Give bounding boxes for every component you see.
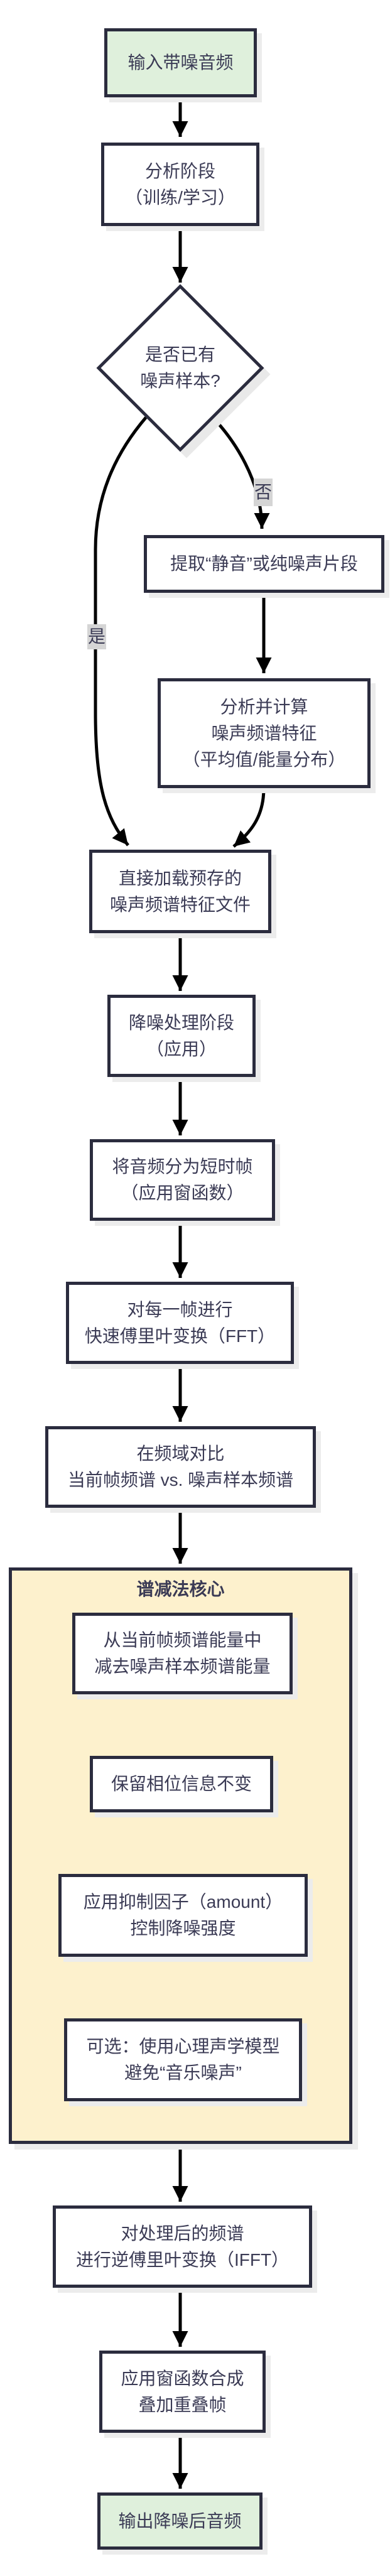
node-text: 叠加重叠帧 — [138, 2395, 227, 2415]
node-text: 噪声样本? — [140, 371, 220, 391]
node-text: 在频域对比 — [136, 1444, 225, 1463]
node-apply-suppression-amount: 应用抑制因子（amount） 控制降噪强度 — [58, 1874, 308, 1957]
node-text: 直接加载预存的 — [118, 868, 242, 888]
node-text: 避免“音乐噪声” — [124, 2063, 242, 2082]
node-extract-silence-segments: 提取“静音”或纯噪声片段 — [144, 535, 384, 593]
node-text: 应用窗函数合成 — [121, 2368, 244, 2388]
node-text: 快速傅里叶变换（FFT） — [84, 1326, 276, 1346]
node-text: （平均值/能量分布） — [182, 749, 346, 769]
node-output-denoised-audio: 输出降噪后音频 — [97, 2492, 263, 2550]
branch-label-yes: 是 — [87, 624, 106, 649]
node-text: 控制降噪强度 — [130, 1918, 236, 1938]
node-window-overlap-add: 应用窗函数合成 叠加重叠帧 — [99, 2351, 266, 2433]
node-compute-noise-spectrum-features: 分析并计算 噪声频谱特征 （平均值/能量分布） — [158, 678, 371, 788]
node-text: （应用窗函数） — [121, 1183, 244, 1203]
node-text: 降噪处理阶段 — [128, 1012, 234, 1032]
branch-label-text: 是 — [88, 627, 106, 646]
node-ifft: 对处理后的频谱 进行逆傅里叶变换（IFFT） — [53, 2205, 312, 2288]
node-text: 是否已有 — [144, 345, 215, 364]
node-text: 噪声频谱特征文件 — [109, 894, 251, 914]
edge-compute-to-load — [232, 787, 266, 848]
node-text: 提取“静音”或纯噪声片段 — [170, 554, 358, 573]
node-input-noisy-audio: 输入带噪音频 — [104, 28, 257, 97]
node-text: 应用抑制因子（amount） — [83, 1892, 283, 1912]
node-text: 进行逆傅里叶变换（IFFT） — [75, 2249, 290, 2270]
node-text: 输出降噪后音频 — [118, 2511, 242, 2531]
node-text: （训练/学习） — [125, 187, 236, 207]
node-analysis-stage: 分析阶段 （训练/学习） — [101, 143, 259, 226]
node-text: 当前帧频谱 vs. 噪声样本频谱 — [67, 1470, 294, 1490]
node-text: 对处理后的频谱 — [121, 2223, 244, 2243]
container-title: 谱减法核心 — [136, 1579, 225, 1599]
node-text: 保留相位信息不变 — [111, 1774, 252, 1794]
node-text: 将音频分为短时帧 — [112, 1157, 253, 1176]
node-text: （应用） — [146, 1039, 217, 1059]
node-text: 减去噪声样本频谱能量 — [94, 1657, 271, 1676]
node-load-preset-noise-profile: 直接加载预存的 噪声频谱特征文件 — [89, 850, 271, 933]
node-subtract-noise-energy: 从当前帧频谱能量中 减去噪声样本频谱能量 — [72, 1613, 293, 1694]
node-text: 对每一帧进行 — [127, 1299, 233, 1319]
node-text: 从当前帧频谱能量中 — [103, 1630, 262, 1650]
node-denoise-stage: 降噪处理阶段 （应用） — [107, 995, 256, 1077]
node-psychoacoustic-model: 可选：使用心理声学模型 避免“音乐噪声” — [64, 2018, 302, 2101]
node-fft-per-frame: 对每一帧进行 快速傅里叶变换（FFT） — [66, 1282, 294, 1364]
node-keep-phase: 保留相位信息不变 — [90, 1756, 273, 1812]
node-text: 噪声频谱特征 — [211, 723, 317, 743]
node-text: 输入带噪音频 — [127, 53, 234, 72]
node-decision-has-noise-sample: 是否已有 噪声样本? — [99, 286, 262, 450]
node-text: 分析并计算 — [220, 696, 308, 717]
node-compare-spectra: 在频域对比 当前帧频谱 vs. 噪声样本频谱 — [45, 1426, 316, 1508]
node-text: 可选：使用心理声学模型 — [86, 2037, 280, 2056]
node-split-into-frames: 将音频分为短时帧 （应用窗函数） — [90, 1139, 275, 1221]
branch-label-text: 否 — [254, 482, 273, 502]
branch-label-no: 否 — [254, 479, 273, 506]
node-text: 分析阶段 — [144, 161, 215, 181]
